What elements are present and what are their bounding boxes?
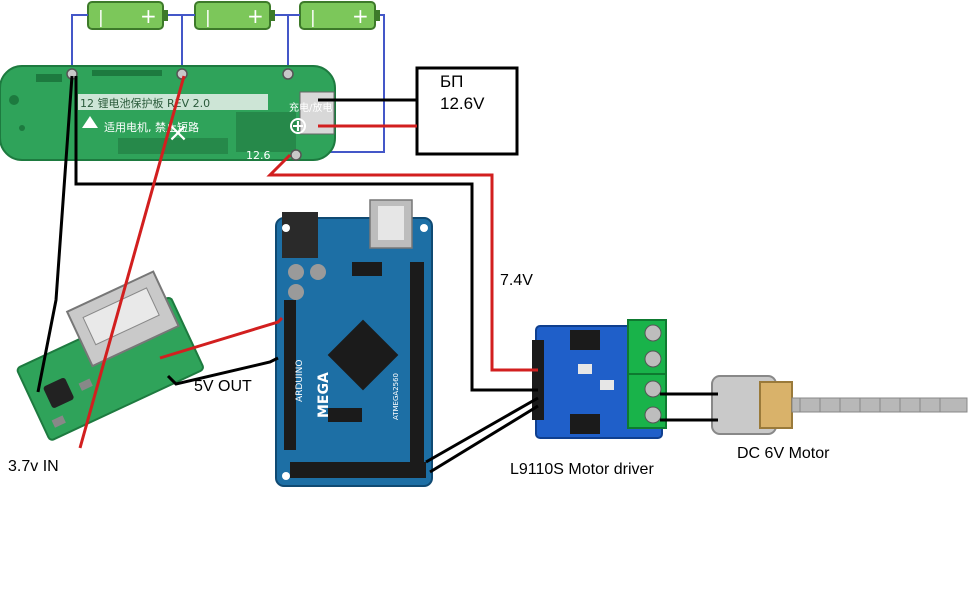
bms-warning-text: 适用电机, 禁止短路 <box>104 120 199 134</box>
boost-input-label: 3.7v IN <box>8 458 59 475</box>
bms-output-text: 12.6 <box>246 149 271 162</box>
svg-text:×: × <box>167 118 189 148</box>
psu-box <box>415 66 519 156</box>
l9110s-driver-board <box>532 319 667 439</box>
dc-motor <box>711 375 968 435</box>
arduino-brand-text: ARDUINO <box>295 360 305 402</box>
motor-name-label: DC 6V Motor <box>737 445 830 462</box>
boost-converter-module <box>16 270 204 441</box>
boost-output-label: 5V OUT <box>194 378 252 395</box>
driver-name-label: L9110S Motor driver <box>510 461 654 478</box>
battery-minus-sign: | <box>205 8 211 28</box>
arduino-mega-board <box>275 199 433 487</box>
psu-voltage-label: 12.6V <box>440 94 485 113</box>
arduino-model-text: MEGA <box>316 372 332 418</box>
battery-plus-sign: + <box>352 4 369 28</box>
battery-minus-sign: | <box>98 8 104 28</box>
battery-minus-sign: | <box>310 8 316 28</box>
battery-plus-sign: + <box>140 4 157 28</box>
psu-title-label: БП <box>440 72 464 91</box>
bms-port-text: 充电/放电 <box>289 101 332 114</box>
arduino-chip-text: ATMEGA2560 <box>392 373 400 420</box>
battery-plus-sign: + <box>247 4 264 28</box>
psu-wires <box>318 98 417 128</box>
driver-supply-voltage-label: 7.4V <box>500 272 533 289</box>
bms-title-text: 12 锂电池保护板 REV 2.0 <box>80 96 210 110</box>
battery-cell-2: | + <box>194 1 275 30</box>
red-wires <box>78 75 538 449</box>
black-wires <box>36 75 718 474</box>
battery-cell-1: | + <box>87 1 168 30</box>
bms-protection-board: × <box>0 65 336 161</box>
battery-cell-3: | + <box>299 1 380 30</box>
